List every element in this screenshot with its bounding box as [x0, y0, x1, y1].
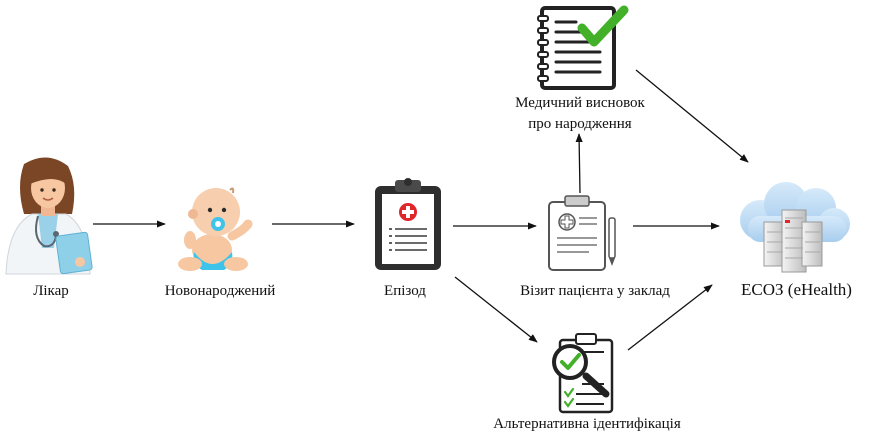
ehealth-label: ЕСОЗ (eHealth)	[741, 280, 852, 299]
alt-id-label: Альтернативна ідентифікація	[493, 416, 681, 432]
clipboard-pen-icon	[548, 195, 616, 271]
episode-label: Епізод	[384, 283, 426, 299]
baby-icon	[178, 187, 253, 271]
arrow-visit-to-birth-report	[575, 133, 583, 194]
arrow-alt-id-to-ehealth	[627, 284, 713, 351]
arrow-birth-report-to-ehealth	[635, 69, 749, 163]
newborn-label: Новонароджений	[164, 283, 276, 299]
birth-report-label-line1: Медичний висновок	[515, 95, 645, 111]
birth-report-label-line2: про народження	[528, 116, 632, 132]
doctor-icon	[5, 157, 93, 275]
arrow-episode-to-alt-id	[454, 276, 538, 343]
cloud-server-icon	[740, 182, 850, 273]
medical-clipboard-icon	[375, 178, 441, 270]
checklist-notepad-icon	[537, 5, 629, 90]
visit-label: Візит пацієнта у заклад	[520, 283, 670, 299]
arrows	[93, 69, 749, 351]
magnifier-checklist-icon	[552, 333, 614, 414]
doctor-label: Лікар	[33, 283, 69, 299]
